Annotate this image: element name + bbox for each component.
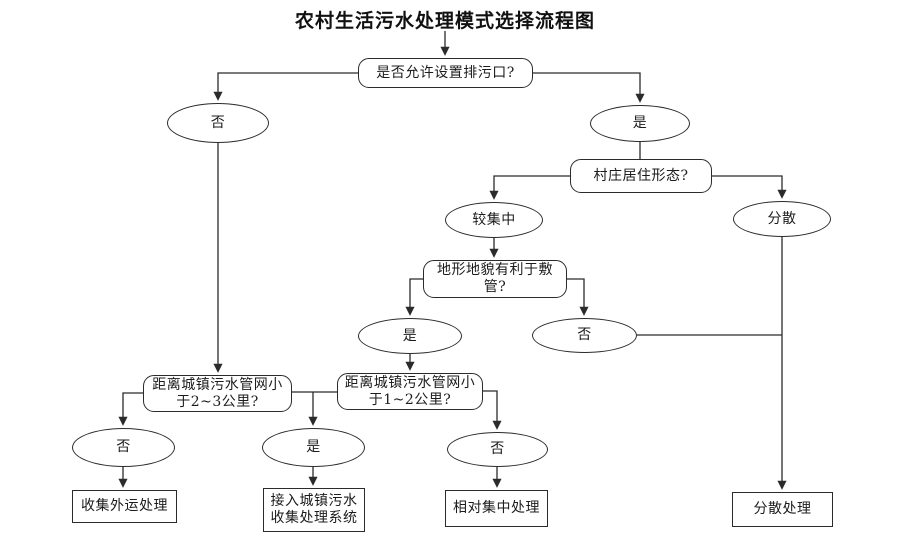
decision-terrain: 地形地貌有利于敷 管? — [423, 260, 567, 298]
node-label: 否 — [116, 439, 131, 455]
node-label: 地形地貌有利于敷 — [437, 262, 553, 278]
result-connect-town-system: 接入城镇污水 收集处理系统 — [263, 488, 365, 532]
node-label: 是 — [632, 115, 648, 131]
branch-terrain-no: 否 — [532, 318, 637, 353]
node-label: 于2~3公里? — [176, 393, 259, 410]
decision-village-form: 村庄居住形态? — [570, 159, 712, 193]
node-label: 较集中 — [472, 211, 516, 228]
edge-dist12-no — [483, 390, 502, 430]
branch-outfall-no: 否 — [167, 103, 269, 143]
node-label: 村庄居住形态? — [593, 167, 689, 184]
page-title: 农村生活污水处理模式选择流程图 — [294, 10, 595, 32]
node-label: 接入城镇污水 — [270, 493, 358, 509]
branch-dist12-no: 否 — [447, 432, 548, 467]
decision-outfall-allowed: 是否允许设置排污口? — [358, 58, 533, 88]
node-label: 管? — [483, 279, 507, 295]
edge-village-dispersed — [712, 175, 787, 199]
decision-distance-2-3km: 距离城镇污水管网小 于2~3公里? — [143, 375, 292, 412]
branch-dist-yes: 是 — [262, 428, 365, 467]
node-label: 是 — [402, 327, 418, 344]
node-label: 分散处理 — [753, 501, 812, 517]
branch-dist23-no: 否 — [72, 428, 175, 467]
result-dispersed-treatment: 分散处理 — [732, 492, 833, 527]
node-label: 是否允许设置排污口? — [376, 64, 515, 81]
node-label: 收集外运处理 — [81, 498, 168, 514]
result-relative-centralized: 相对集中处理 — [445, 490, 548, 527]
edge-terrain-yes — [405, 278, 423, 316]
decision-distance-1-2km: 距离城镇污水管网小 于1~2公里? — [337, 373, 483, 410]
branch-terrain-yes: 是 — [358, 318, 462, 354]
node-label: 是 — [306, 439, 321, 455]
node-label: 否 — [490, 441, 505, 457]
node-label: 距离城镇污水管网小 — [344, 374, 476, 391]
edge-village-concentrated — [489, 175, 570, 200]
node-label: 否 — [577, 327, 592, 343]
edge-start-outfall-yes — [533, 72, 645, 103]
node-label: 于1~2公里? — [368, 391, 452, 408]
node-label: 否 — [210, 114, 226, 131]
edge-terrain-no — [567, 278, 589, 316]
edge-dist23-no — [118, 392, 143, 426]
result-collect-transport: 收集外运处理 — [72, 490, 177, 523]
node-label: 收集处理系统 — [270, 510, 358, 526]
edge-start-outfall-no — [213, 72, 358, 101]
node-label: 分散 — [767, 210, 797, 227]
branch-outfall-yes: 是 — [590, 105, 690, 142]
node-label: 距离城镇污水管网小 — [152, 376, 283, 393]
branch-dispersed: 分散 — [733, 201, 831, 237]
node-label: 相对集中处理 — [453, 500, 540, 516]
branch-concentrated: 较集中 — [445, 202, 543, 238]
